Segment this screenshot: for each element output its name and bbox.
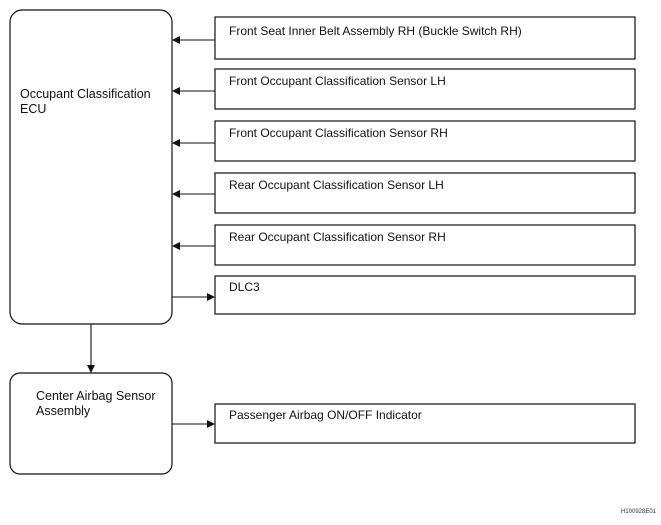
- indicator-label: Passenger Airbag ON/OFF Indicator: [229, 408, 422, 422]
- input-label-front-sensor-rh: Front Occupant Classification Sensor RH: [229, 126, 448, 140]
- input-box-front-sensor-lh: [214, 68, 636, 110]
- indicator-box: [214, 403, 636, 444]
- airbag-sensor-label: Center Airbag Sensor Assembly: [36, 389, 156, 418]
- input-label-rear-sensor-rh: Rear Occupant Classification Sensor RH: [229, 230, 446, 244]
- input-box-front-sensor-rh: [214, 120, 636, 162]
- input-box-rear-sensor-rh: [214, 224, 636, 266]
- input-label-rear-sensor-lh: Rear Occupant Classification Sensor LH: [229, 178, 444, 192]
- ecu-label: Occupant Classification ECU: [20, 87, 151, 116]
- input-label-buckle-switch: Front Seat Inner Belt Assembly RH (Buckl…: [229, 24, 522, 38]
- input-label-front-sensor-lh: Front Occupant Classification Sensor LH: [229, 74, 446, 88]
- ecu-block: [9, 9, 173, 325]
- figure-code: H100928E01: [620, 509, 656, 515]
- input-box-buckle-switch: [214, 16, 636, 60]
- input-box-rear-sensor-lh: [214, 172, 636, 214]
- input-label-dlc3: DLC3: [229, 280, 260, 294]
- input-box-dlc3: [214, 275, 636, 315]
